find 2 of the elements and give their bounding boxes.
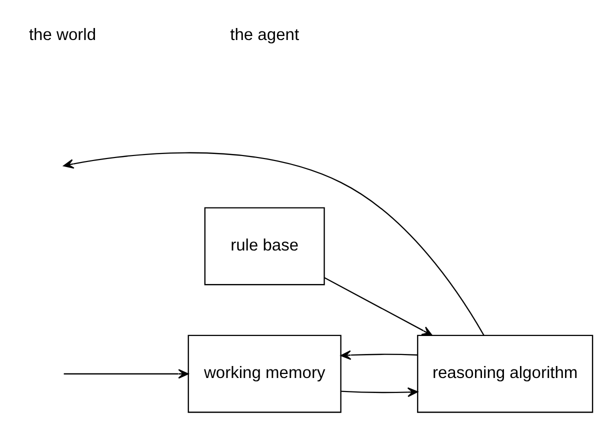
- label: the agent: [230, 24, 300, 44]
- label: the world: [28, 24, 96, 44]
